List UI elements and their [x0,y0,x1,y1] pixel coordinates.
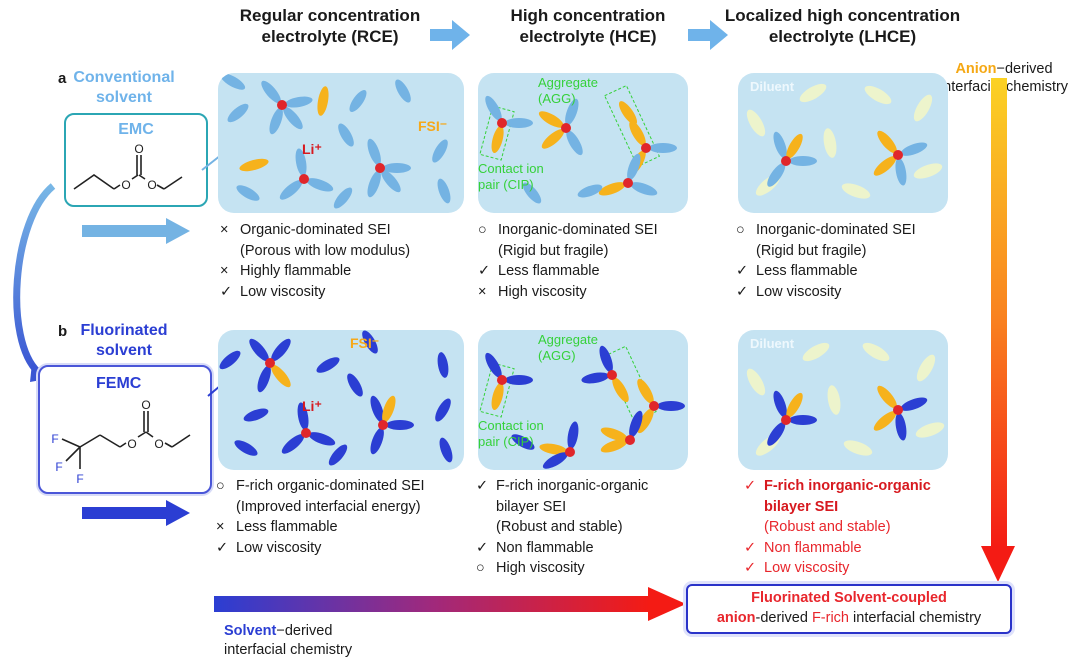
femc-molecule-box: FEMC O O O F F F [38,365,212,494]
rce-b-row-2: (Improved interfacial energy) [236,498,421,515]
svg-text:O: O [121,178,130,192]
final-box-line1: Fluorinated Solvent-coupled [751,590,947,606]
cip-label-b: Contact ion pair (CIP) [478,418,544,449]
lhce-a-row-2: (Rigid but fragile) [756,242,867,259]
header-arrow-2 [688,20,728,50]
hce-b-row-4: ✓Non flammable [476,539,594,556]
header-lhce: Localized high concentration electrolyte… [724,6,961,46]
rce-properties-b: ○F-rich organic-dominated SEI (Improved … [216,476,425,558]
rce-a-row-3: ×Highly flammable [220,263,352,279]
lhce-b-row-4: ✓Non flammable [744,539,862,556]
panel-b-rce-box: FSI⁻ Li⁺ [218,330,464,470]
lhce-a-row-3: ✓Less flammable [736,263,858,279]
solvent-axis-label: Solvent−derived interfacial chemistry [224,623,353,658]
lhce-b-row-5: ✓Low viscosity [744,560,850,576]
rce-b-row-1: ○F-rich organic-dominated SEI [216,478,425,494]
svg-text:F: F [55,460,62,474]
header-hce: High concentration electrolyte (HCE) [510,6,666,46]
lhce-a-row-1: ○Inorganic-dominated SEI [736,222,916,238]
lhce-b-row-3: (Robust and stable) [764,519,891,535]
anion-gradient-arrow [981,78,1015,582]
hce-b-row-3: (Robust and stable) [496,519,623,535]
panel-a-rce-box: FSI⁻ Li⁺ [218,73,464,213]
svg-text:F: F [51,432,58,446]
panel-a-letter: a [58,70,67,87]
lhce-b-row-2: bilayer SEI [764,498,839,515]
femc-structure: O O O F F F [51,398,191,486]
diluent-label-b: Diluent [750,336,795,351]
femc-flow-arrow [82,500,190,526]
panel-b-hce-box: Aggregate (AGG) Contact ion pair (CIP) [478,330,688,470]
fsi-label-b: FSI⁻ [350,335,380,351]
lhce-a-row-4: ✓Low viscosity [736,283,842,300]
hce-a-row-3: ✓Less flammable [478,263,600,279]
panel-a-hce-box: Aggregate (AGG) Contact ion pair (CIP) [478,73,688,213]
rce-a-row-4: ✓Low viscosity [220,283,326,300]
svg-text:O: O [147,178,156,192]
emc-molecule-box: EMC O O O [64,113,208,207]
agg-label-a: Aggregate (AGG) [538,75,598,106]
femc-label: FEMC [96,375,142,392]
hce-b-row-2: bilayer SEI [496,498,567,515]
fsi-label-a: FSI⁻ [418,118,448,134]
curved-a-to-b-arrow [13,183,56,382]
rce-b-row-4: ✓Low viscosity [216,539,322,556]
fluorinated-solvent-label: Fluorinated solvent [80,322,168,359]
li-label-b: Li⁺ [302,398,322,414]
solvent-gradient-arrow [214,587,686,621]
li-label-a: Li⁺ [302,141,322,157]
svg-text:O: O [134,142,143,156]
cip-label-a: Contact ion pair (CIP) [478,161,544,192]
panel-a-lhce-box: Diluent [738,73,948,213]
hce-b-row-1: ✓F-rich inorganic-organic [476,478,649,494]
hce-a-row-4: ×High viscosity [478,283,587,300]
rce-a-row-1: ×Organic-dominated SEI [220,222,391,238]
panel-b-lhce-box: Diluent [738,330,948,470]
final-box-line2: anion-derived F-rich interfacial chemist… [716,610,982,626]
svg-text:O: O [127,437,136,451]
rce-b-row-3: ×Less flammable [216,519,338,535]
agg-label-b: Aggregate (AGG) [538,332,598,363]
conventional-solvent-label: Conventional solvent [73,69,175,106]
hce-a-row-1: ○Inorganic-dominated SEI [478,222,658,238]
panel-b-letter: b [58,323,68,340]
hce-properties-a: ○Inorganic-dominated SEI (Rigid but frag… [478,220,658,302]
rce-properties-a: ×Organic-dominated SEI (Porous with low … [220,220,410,302]
emc-label: EMC [118,121,154,138]
emc-flow-arrow [82,218,190,244]
header-rce: Regular concentration electrolyte (RCE) [239,6,421,46]
final-chemistry-box: Fluorinated Solvent-coupled anion-derive… [686,584,1012,634]
hce-a-row-2: (Rigid but fragile) [498,242,609,259]
svg-text:O: O [141,398,150,412]
svg-text:F: F [76,472,83,486]
lhce-properties-a: ○Inorganic-dominated SEI (Rigid but frag… [736,220,916,302]
hce-b-row-5: ○High viscosity [476,560,585,576]
lhce-b-row-1: ✓F-rich inorganic-organic [744,478,931,494]
lhce-properties-b: ✓F-rich inorganic-organic bilayer SEI (R… [744,476,931,579]
rce-a-row-2: (Porous with low modulus) [240,242,411,259]
header-arrow-1 [430,20,470,50]
hce-properties-b: ✓F-rich inorganic-organic bilayer SEI (R… [476,476,648,579]
diluent-label-a: Diluent [750,79,795,94]
emc-structure: O O O [73,142,183,192]
svg-text:O: O [154,437,163,451]
